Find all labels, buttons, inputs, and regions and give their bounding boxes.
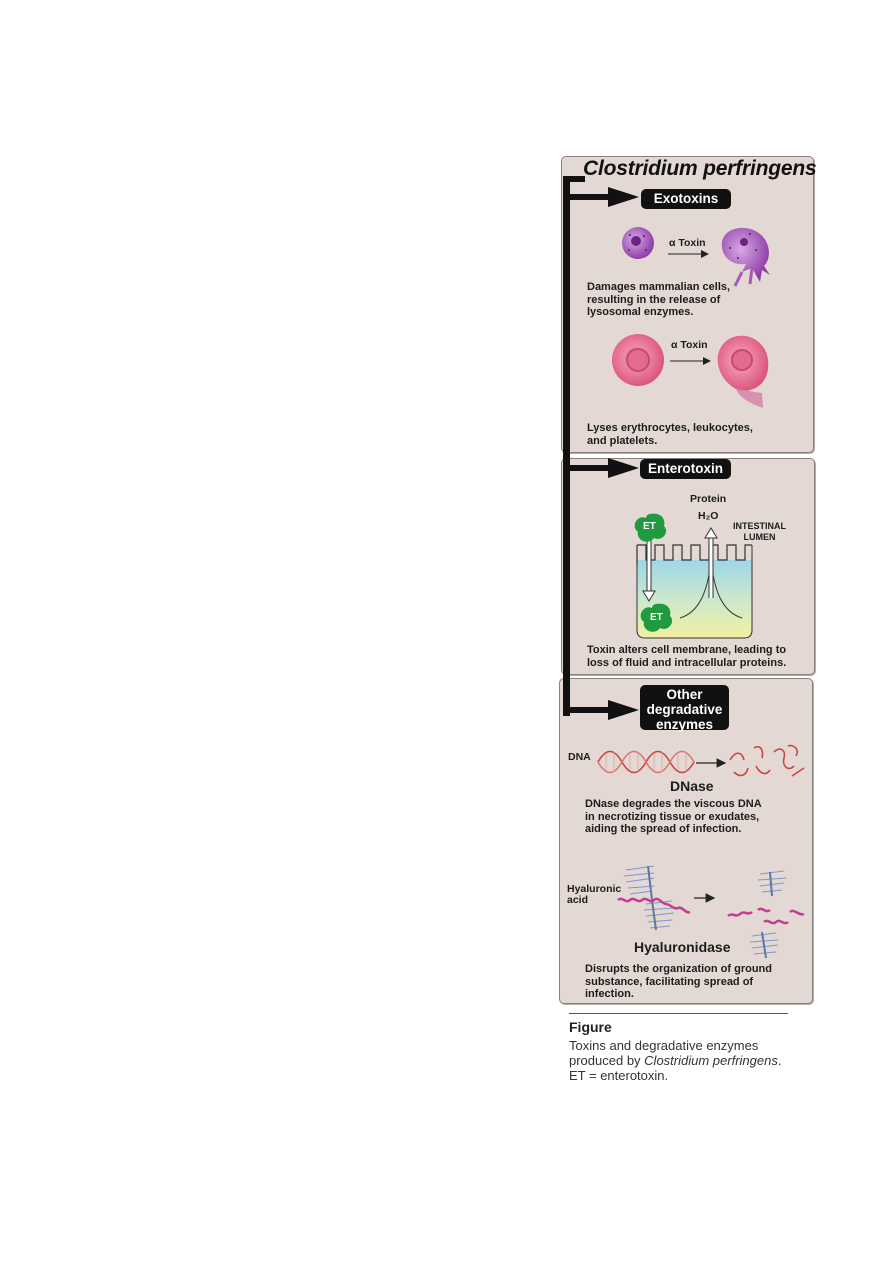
lumen-label-line: INTESTINAL	[733, 521, 786, 531]
alpha-toxin-label-2: α Toxin	[671, 339, 708, 351]
disrupted-matrix	[749, 870, 787, 959]
hyaluronic-acid-chain	[617, 897, 691, 914]
enterotoxin-molecule-top	[634, 513, 667, 542]
caption-line: produced by Clostridium perfringens.	[569, 1053, 809, 1068]
erythrocyte	[612, 334, 664, 386]
description-line: aiding the spread of infection.	[585, 823, 742, 835]
caption-text: .	[777, 1053, 782, 1068]
lysed-erythrocyte	[717, 335, 769, 408]
description-line: substance, facilitating spread of	[585, 975, 754, 988]
protein-label: Protein	[690, 493, 727, 505]
et-label-top: ET	[643, 521, 656, 532]
caption-line: ET = enterotoxin.	[569, 1068, 669, 1083]
intestinal-lumen-label: INTESTINAL LUMEN	[733, 521, 786, 543]
water-protein-efflux-arrow	[704, 527, 718, 598]
description-line: in necrotizing tissue or exudates,	[585, 810, 760, 823]
other-enzymes-label-line: degradative	[646, 702, 723, 717]
ha-label-line: Hyaluronic	[567, 883, 622, 895]
description-line: Toxin alters cell membrane, leading to	[587, 644, 787, 656]
caption-text: produced by	[569, 1053, 645, 1068]
description-line: Damages mammalian cells,	[587, 281, 731, 293]
hyaluronidase-description: Disrupts the organization of ground subs…	[585, 963, 772, 1001]
lumen-label-line: LUMEN	[743, 532, 776, 542]
dna-label: DNA	[568, 751, 591, 763]
fragmented-dna	[729, 744, 805, 777]
hyaluronidase-title: Hyaluronidase	[634, 939, 731, 955]
et-label-bottom: ET	[650, 612, 663, 623]
description-line: DNase degrades the viscous DNA	[585, 798, 762, 810]
enterotoxin-label: Enterotoxin	[640, 459, 731, 479]
arrow-to-enterotoxin	[608, 458, 639, 478]
other-enzymes-label-line: enzymes	[655, 717, 714, 732]
damaged-mammalian-cell	[721, 227, 770, 287]
description-line: Disrupts the organization of ground	[585, 963, 772, 975]
enterotoxin-molecule-bottom	[640, 603, 673, 632]
description-line: resulting in the release of	[587, 293, 721, 306]
description-line: infection.	[585, 988, 634, 1000]
arrow-to-exotoxins	[608, 187, 639, 207]
enterotoxin-description: Toxin alters cell membrane, leading to l…	[587, 644, 786, 669]
mammalian-cell	[622, 227, 654, 259]
caption-organism-name: Clostridium perfringens	[644, 1053, 778, 1068]
hyaluronic-acid-label: Hyaluronic acid	[567, 884, 621, 906]
description-line: and platelets.	[587, 434, 658, 447]
exotoxin-description-1: Damages mammalian cells, resulting in th…	[587, 281, 730, 319]
hyaluronic-acid-fragments	[727, 907, 805, 925]
other-enzymes-label: Other degradative enzymes	[640, 685, 729, 732]
dnase-description: DNase degrades the viscous DNA in necrot…	[585, 798, 762, 836]
water-label: H₂O	[698, 510, 719, 522]
caption-body: Toxins and degradative enzymes produced …	[569, 1038, 809, 1083]
branch-bracket	[563, 176, 639, 720]
degradative-enzymes-panel	[559, 678, 813, 1004]
other-enzymes-label-line: Other	[666, 687, 703, 702]
caption-line: Toxins and degradative enzymes	[569, 1038, 759, 1053]
description-line: lysosomal enzymes.	[587, 306, 694, 318]
caption-rule	[569, 1013, 788, 1014]
alpha-toxin-label-1: α Toxin	[669, 237, 706, 249]
dnase-title: DNase	[670, 778, 714, 794]
description-line: loss of fluid and intracellular proteins…	[587, 656, 787, 669]
description-line: Lyses erythrocytes, leukocytes,	[587, 422, 753, 434]
caption-heading: Figure	[569, 1019, 612, 1035]
enterotoxin-entry-arrow	[642, 540, 656, 602]
ha-label-line: acid	[567, 894, 589, 906]
arrow-to-other-enzymes	[608, 700, 639, 720]
exotoxin-description-2: Lyses erythrocytes, leukocytes, and plat…	[587, 422, 753, 447]
figure-title: Clostridium perfringens	[583, 157, 817, 180]
exotoxins-label: Exotoxins	[641, 189, 731, 209]
intact-dna-helix	[597, 750, 695, 774]
